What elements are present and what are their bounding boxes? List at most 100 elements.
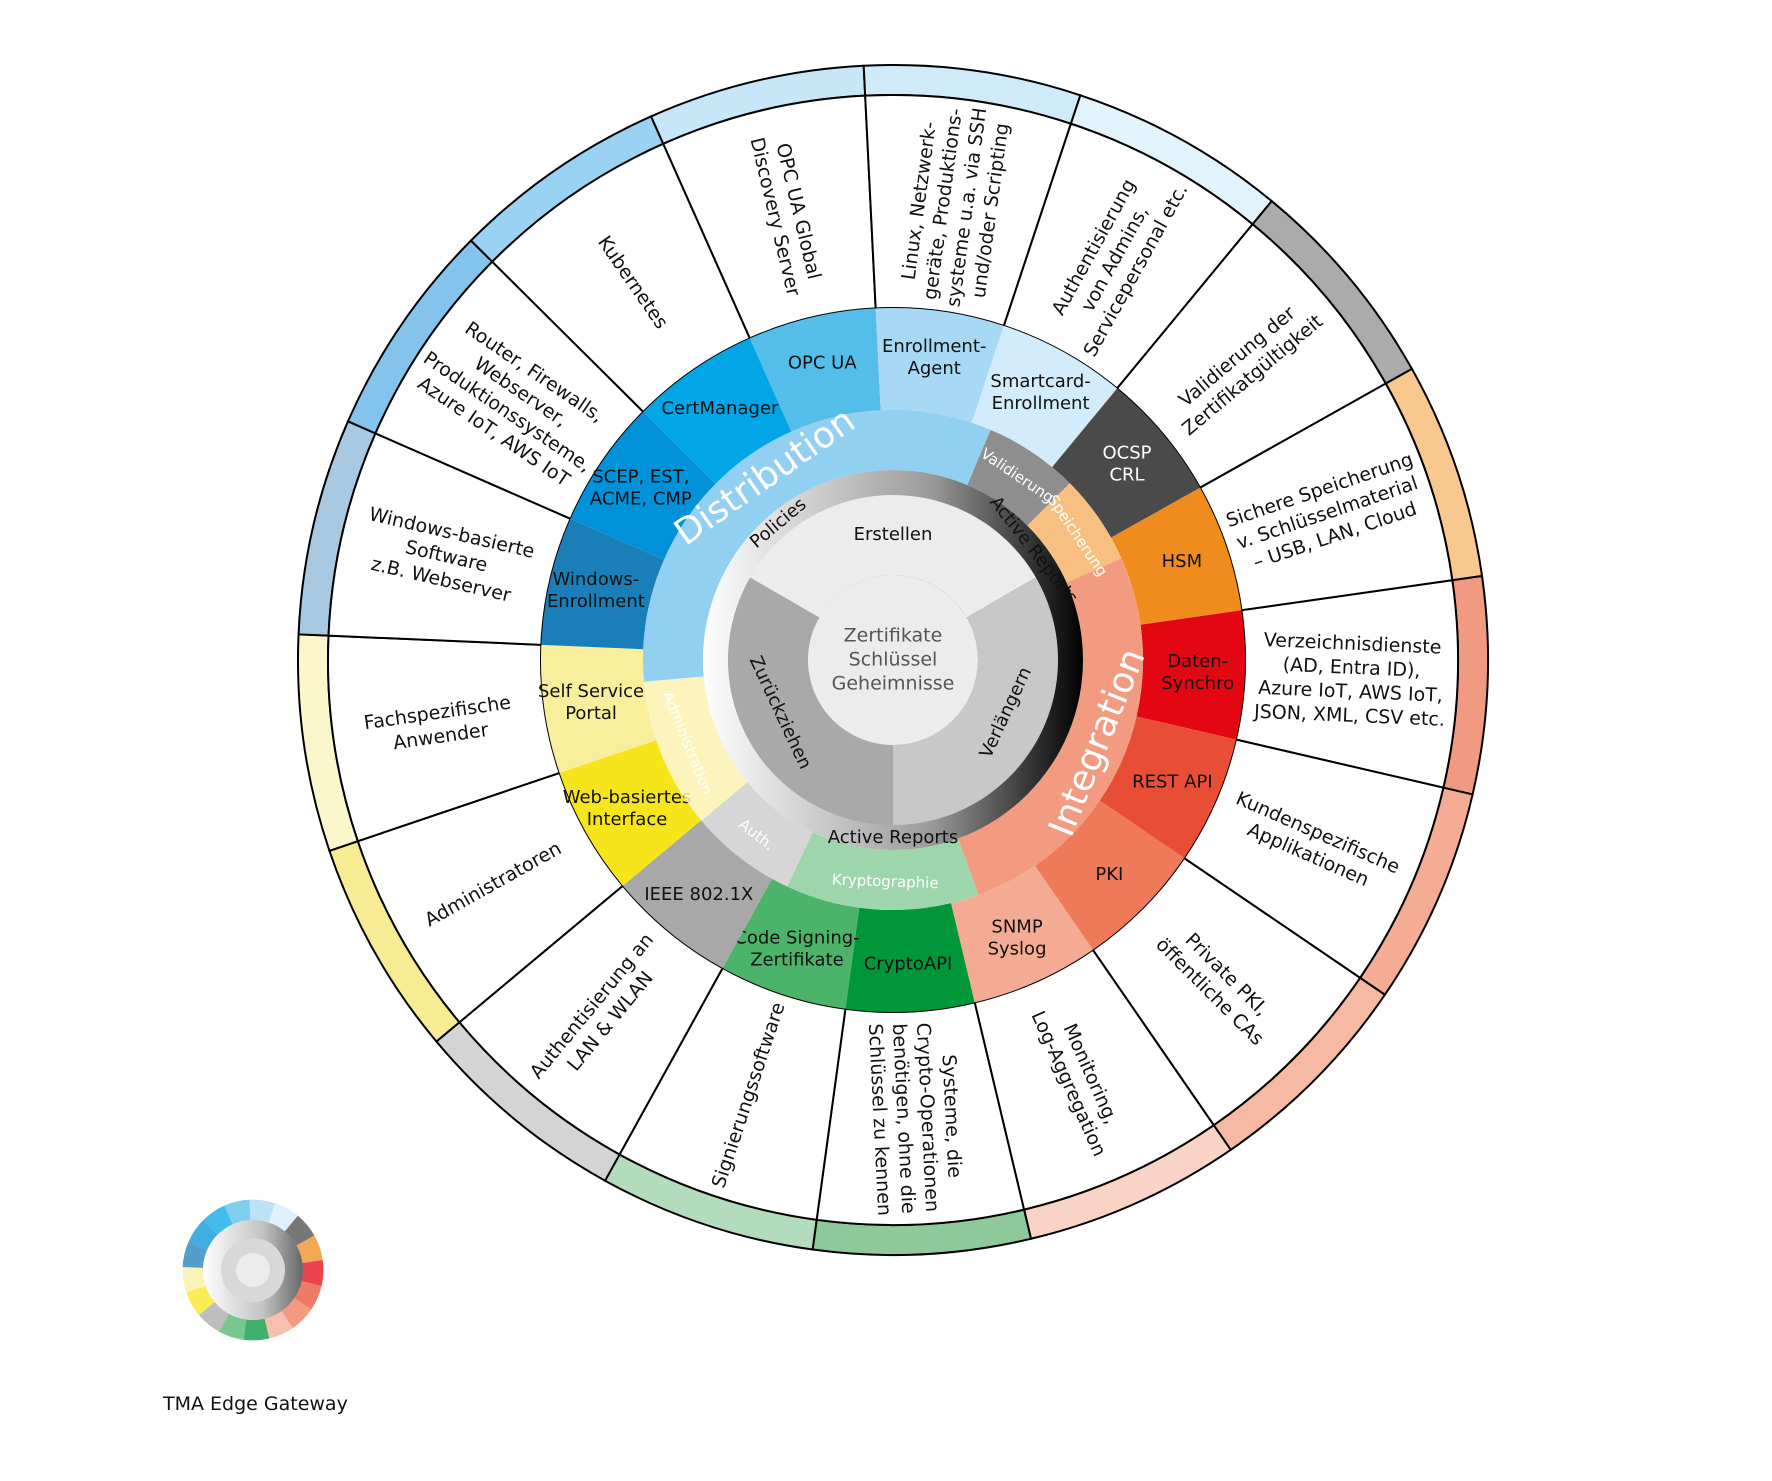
segment-label-ieee-line: IEEE 802.1X (644, 884, 753, 905)
mini-segment-ocsp (284, 1215, 315, 1246)
segment-label-selfservice-line: Portal (565, 703, 617, 724)
segment-label-snmp-line: SNMP (991, 917, 1042, 938)
caption-text: TMA Edge Gateway (163, 1393, 348, 1415)
segment-label-datensynchro: Daten-Synchro (1161, 651, 1234, 694)
mini-segment-cryptoapi (243, 1318, 270, 1341)
mini-segment-codesigning (218, 1313, 247, 1340)
segment-scep (570, 411, 716, 560)
segment-cryptoapi (845, 903, 975, 1012)
segment-label-windows-line: Windows- (552, 569, 639, 590)
segment-label-certmanager-line: CertManager (661, 398, 779, 419)
segment-label-pki: PKI (1095, 864, 1123, 885)
segment-label-scep-line: ACME, CMP (590, 488, 692, 509)
segment-ocsp (1052, 388, 1200, 538)
band-validierung (967, 429, 1070, 526)
segment-label-opcua-line: OPC UA (788, 352, 857, 373)
segment-label-windows-line: Enrollment (547, 591, 645, 612)
segment-restapi (1099, 716, 1236, 859)
band-label-kryptographie: Kryptographie (832, 871, 939, 893)
segment-certmanager (643, 338, 792, 484)
segment-ring: OPC UAEnrollment-AgentSmartcard-Enrollme… (538, 308, 1245, 1012)
center-label-2: Geheimnisse (832, 673, 955, 695)
segment-label-codesigning-line: Code Signing- (734, 927, 859, 948)
center-label-0: Zertifikate (844, 625, 943, 647)
segment-label-restapi: REST API (1132, 771, 1213, 792)
segment-label-ocsp-line: CRL (1109, 464, 1144, 485)
segment-label-hsm-line: HSM (1162, 551, 1203, 572)
band-integration (957, 558, 1144, 895)
band-speicherung (1027, 483, 1122, 583)
segment-label-smartcard-line: Smartcard- (990, 371, 1090, 392)
lifecycle-erstellen (750, 495, 1036, 618)
segment-label-certmanager: CertManager (661, 398, 779, 419)
segment-label-cryptoapi: CryptoAPI (864, 954, 953, 975)
mini-segment-windows (182, 1241, 208, 1268)
segment-label-webinterface-line: Web-basiertes (563, 787, 692, 808)
mini-segment-enrollment_agent (249, 1199, 276, 1223)
segment-label-selfservice-line: Self Service (538, 681, 644, 702)
mini-segment-restapi (294, 1281, 322, 1310)
outer-label-cryptoapi: Systeme, dieCrypto-Operationenbenötigen,… (864, 1019, 967, 1216)
lifecycle-zurueckziehen (727, 577, 893, 825)
mini-wheel-thumbnail (182, 1199, 324, 1341)
segment-label-scep: SCEP, EST,ACME, CMP (590, 466, 692, 509)
segment-label-scep-line: SCEP, EST, (592, 466, 689, 487)
band-kryptographie (787, 832, 979, 910)
segment-label-enrollment_agent-line: Enrollment- (882, 336, 986, 357)
segment-codesigning (722, 878, 860, 1009)
segment-label-smartcard: Smartcard-Enrollment (990, 371, 1090, 414)
segment-ieee (622, 820, 773, 969)
segment-label-snmp-line: Syslog (988, 939, 1047, 960)
segment-label-cryptoapi-line: CryptoAPI (864, 954, 953, 975)
segment-label-datensynchro-line: Synchro (1161, 673, 1234, 694)
segment-hsm (1111, 487, 1242, 625)
lifecycle-label-active_reports_bottom: Active Reports (828, 827, 958, 848)
segment-label-ieee: IEEE 802.1X (644, 884, 753, 905)
segment-snmp (950, 865, 1093, 1003)
center-label-1: Schlüssel (849, 649, 938, 671)
mini-segment-hsm (296, 1235, 323, 1263)
segment-label-enrollment_agent: Enrollment-Agent (882, 336, 986, 379)
mini-segment-datensynchro (301, 1260, 324, 1286)
segment-windows (541, 518, 664, 650)
mini-segment-ieee (198, 1302, 229, 1332)
segment-opcua (749, 308, 881, 432)
band-administration (643, 676, 748, 821)
segment-smartcard (971, 325, 1118, 468)
band-distribution (643, 410, 991, 682)
outer-rim (297, 64, 1489, 1256)
segment-label-enrollment_agent-line: Agent (908, 358, 961, 379)
segment-label-windows: Windows-Enrollment (547, 569, 645, 612)
segment-label-pki-line: PKI (1095, 864, 1123, 885)
lifecycle-verlaengern (893, 577, 1058, 825)
center-circle (808, 575, 978, 745)
segment-selfservice (541, 644, 657, 773)
segment-label-ocsp-line: OCSP (1103, 442, 1152, 463)
segment-label-codesigning: Code Signing-Zertifikate (734, 927, 859, 970)
segment-label-opcua: OPC UA (788, 352, 857, 373)
mini-segment-webinterface (186, 1286, 215, 1316)
mini-segment-snmp (264, 1311, 293, 1339)
mini-center (236, 1253, 270, 1287)
band-auth (701, 782, 813, 887)
segment-label-codesigning-line: Zertifikate (750, 949, 843, 970)
lifecycle-label-erstellen: Erstellen (854, 524, 933, 545)
segment-label-webinterface-line: Interface (587, 809, 668, 830)
mini-segment-certmanager (203, 1205, 233, 1235)
segment-label-datensynchro-line: Daten- (1167, 651, 1228, 672)
segment-label-restapi-line: REST API (1132, 771, 1213, 792)
mini-segment-pki (281, 1298, 312, 1328)
segment-webinterface (559, 740, 702, 886)
segment-label-smartcard-line: Enrollment (992, 393, 1090, 414)
segment-enrollment_agent (875, 308, 1004, 423)
segment-datensynchro (1136, 610, 1245, 740)
mini-segment-smartcard (268, 1203, 298, 1232)
